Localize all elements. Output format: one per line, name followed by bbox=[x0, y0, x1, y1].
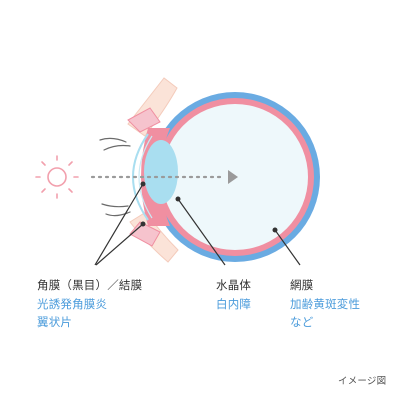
cornea-inner bbox=[138, 135, 153, 219]
lens-label: 水晶体 bbox=[216, 278, 252, 292]
lens-disease: 白内障 bbox=[216, 297, 252, 311]
light-path-arrow-icon bbox=[90, 170, 238, 184]
retina-label: 網膜 bbox=[290, 278, 314, 292]
cornea-label: 角膜（黒目）／結膜 bbox=[37, 278, 143, 292]
leader-lines bbox=[94, 183, 301, 266]
upper-eyelashes bbox=[99, 137, 131, 151]
lens bbox=[144, 140, 178, 204]
cornea-disease-2: 翼状片 bbox=[37, 315, 73, 329]
retina-disease-2: など bbox=[290, 315, 314, 329]
leader-dots bbox=[140, 181, 278, 233]
conjunctiva-lower bbox=[129, 221, 161, 247]
sun-icon bbox=[35, 155, 79, 199]
conjunctiva-upper bbox=[127, 107, 161, 133]
cornea-disease-1: 光誘発角膜炎 bbox=[37, 297, 108, 311]
image-caption: イメージ図 bbox=[338, 376, 387, 387]
lower-eyelashes bbox=[101, 203, 131, 217]
retina-disease-1: 加齢黄斑変性 bbox=[290, 297, 361, 311]
